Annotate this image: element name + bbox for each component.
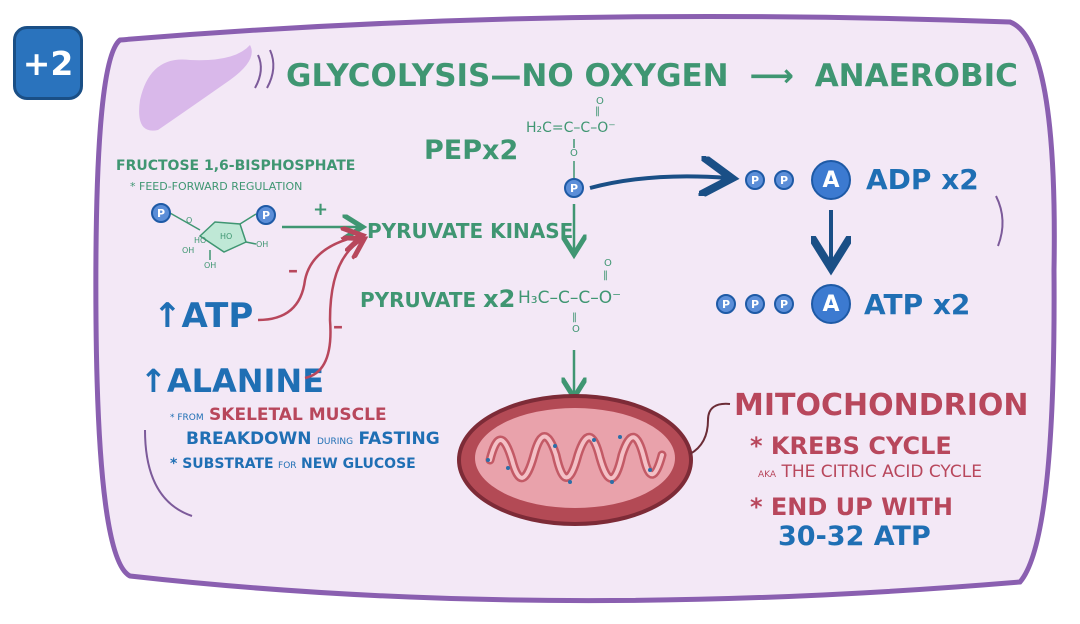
atp-inhibition-arrow — [257, 236, 360, 322]
pyruvate-bottom-oxygen: O — [572, 324, 580, 335]
pyruvate-label: PYRUVATE x2 — [360, 285, 516, 313]
atp-label: ATP x2 — [864, 288, 971, 321]
fructose-phosphate-icon-2: P — [256, 205, 276, 225]
pep-label: PEPx2 — [424, 135, 519, 166]
pep-carbonyl-bond: ‖ — [595, 106, 600, 117]
mito-label: MITOCHONDRION — [734, 388, 1029, 423]
atp-inhibitor: ↑ATP — [153, 296, 254, 336]
adp-phosphate-icon-1: P — [745, 170, 765, 190]
page-title: GLYCOLYSIS—NO OXYGEN ⟶ ANAEROBIC — [286, 58, 1018, 94]
pep-carbonyl-oxygen: O — [596, 96, 604, 107]
adp-adenosine-icon: A — [811, 160, 851, 200]
fructose-name: FRUCTOSE 1,6-BISPHOSPHATE — [116, 158, 356, 174]
krebs-label: * KREBS CYCLE — [750, 432, 952, 460]
pyruvate-top-bond: ‖ — [603, 270, 608, 281]
pep-formula: H₂C=C–C–O⁻ — [526, 120, 616, 136]
endup-label: * END UP WITH — [750, 493, 953, 521]
activation-plus: + — [313, 199, 329, 220]
inhibition-minus-1: – — [288, 258, 298, 282]
step-badge: +2 — [13, 26, 83, 100]
aka-label: AKA THE CITRIC ACID CYCLE — [758, 462, 982, 482]
title-arrow: ⟶ — [749, 58, 794, 94]
pyruvate-top-oxygen: O — [604, 258, 612, 269]
ring-label-oh2: OH — [204, 261, 217, 270]
enzyme-name: PYRUVATE KINASE — [367, 219, 574, 243]
adp-phosphate-icon-2: P — [774, 170, 794, 190]
title-main: GLYCOLYSIS—NO OXYGEN — [286, 58, 729, 94]
atp-phosphate-icon-2: P — [745, 294, 765, 314]
pep-phosphate-icon: P — [564, 178, 584, 198]
atp-yield: 30-32 ATP — [778, 521, 931, 552]
atp-adenosine-icon: A — [811, 284, 851, 324]
ring-label-oh1: OH — [182, 246, 195, 255]
atp-phosphate-icon-3: P — [774, 294, 794, 314]
phosphate-transfer-arrow — [589, 176, 728, 188]
alanine-note-1b: BREAKDOWN DURING FASTING — [186, 429, 440, 449]
alanine-inhibitor: ↑ALANINE — [140, 362, 325, 400]
ring-label-ho2: HO — [220, 232, 233, 241]
alanine-note-2: * SUBSTRATE FOR NEW GLUCOSE — [170, 456, 416, 472]
fructose-phosphate-icon-1: P — [151, 203, 171, 223]
pyruvate-formula: H₃C–C–C–O⁻ — [518, 288, 622, 308]
fructose-note: * FEED-FORWARD REGULATION — [130, 180, 303, 193]
alanine-note-1: * FROM SKELETAL MUSCLE — [170, 405, 387, 425]
ring-label-o: O — [186, 216, 193, 225]
pep-ester-oxygen: O — [570, 148, 578, 159]
atp-phosphate-icon-1: P — [716, 294, 736, 314]
ring-label-oh3: OH — [256, 240, 269, 249]
ring-label-ho1: HO — [194, 236, 207, 245]
inhibition-minus-2: – — [333, 314, 343, 338]
pyruvate-bottom-bond: ‖ — [572, 312, 577, 323]
alanine-inhibition-arrow — [304, 240, 362, 380]
title-anaerobic: ANAEROBIC — [814, 58, 1018, 94]
adp-label: ADP x2 — [866, 163, 979, 196]
